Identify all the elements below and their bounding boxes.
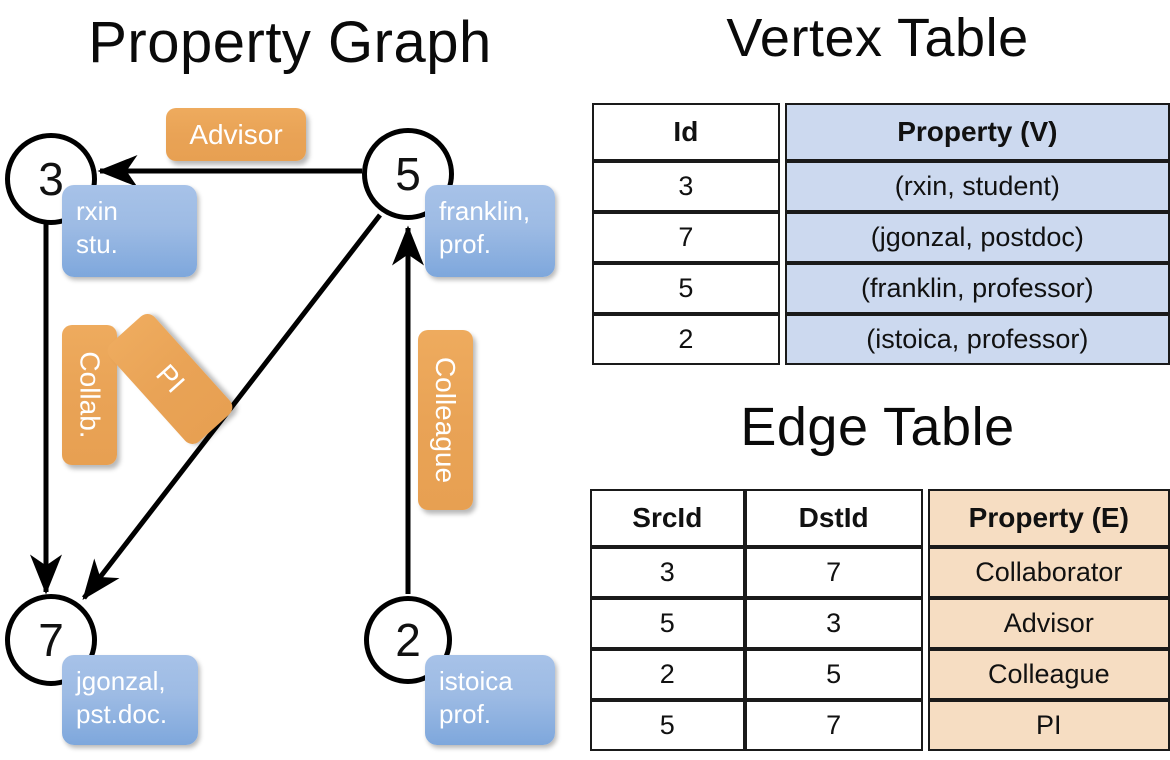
- callout-2-line-2: prof.: [439, 699, 492, 729]
- vertex-property-callout-5[interactable]: franklin, prof.: [425, 185, 555, 277]
- property-graph-diagram: 3 5 7 2 rxin stu. franklin, prof. jgonza…: [5, 108, 555, 745]
- vertex-cell-property: (rxin, student): [784, 161, 1170, 212]
- edge-cell-srcid: 5: [590, 598, 745, 649]
- table-row[interactable]: 3 7 Collaborator: [590, 547, 1170, 598]
- callout-5-line-2: prof.: [439, 229, 492, 259]
- vertex-cell-property: (istoica, professor): [784, 314, 1170, 365]
- section-title-vertex-table: Vertex Table: [726, 8, 1029, 68]
- edge-cell-property: PI: [927, 700, 1170, 751]
- callout-7-line-2: pst.doc.: [76, 699, 168, 729]
- edge-table-header-dstid: DstId: [744, 489, 923, 547]
- table-row[interactable]: 5 3 Advisor: [590, 598, 1170, 649]
- table-row[interactable]: 3 (rxin, student): [592, 161, 1170, 212]
- edge-table-header-row: SrcId DstId Property (E): [590, 489, 1170, 547]
- section-title-edge-table: Edge Table: [740, 397, 1015, 457]
- edge-label-advisor[interactable]: Advisor: [166, 108, 306, 161]
- vertex-node-7-label: 7: [38, 614, 64, 666]
- vertex-property-callout-2[interactable]: istoica prof.: [425, 655, 555, 745]
- table-row[interactable]: 2 5 Colleague: [590, 649, 1170, 700]
- table-row[interactable]: 7 (jgonzal, postdoc): [592, 212, 1170, 263]
- vertex-table-header-row: Id Property (V): [592, 103, 1170, 161]
- edge-label-colleague-text: Colleague: [430, 356, 462, 484]
- edge-cell-property: Advisor: [927, 598, 1170, 649]
- vertex-cell-id: 3: [592, 161, 780, 212]
- callout-3-line-1: rxin: [76, 196, 118, 226]
- table-row[interactable]: 5 7 PI: [590, 700, 1170, 751]
- edge-label-collab-text: Collab.: [74, 351, 106, 439]
- vertex-node-5-label: 5: [395, 148, 421, 200]
- table-row[interactable]: 2 (istoica, professor): [592, 314, 1170, 365]
- callout-5-line-1: franklin,: [439, 196, 531, 226]
- table-row[interactable]: 5 (franklin, professor): [592, 263, 1170, 314]
- vertex-property-callout-7[interactable]: jgonzal, pst.doc.: [62, 655, 198, 745]
- vertex-table: Id Property (V) 3 (rxin, student) 7 (jgo…: [592, 103, 1170, 365]
- callout-7-line-1: jgonzal,: [76, 666, 166, 696]
- vertex-cell-property: (franklin, professor): [784, 263, 1170, 314]
- edge-cell-dstid: 3: [744, 598, 923, 649]
- edge-table-header-property: Property (E): [927, 489, 1170, 547]
- callout-3-line-2: stu.: [76, 229, 118, 259]
- edge-table: SrcId DstId Property (E) 3 7 Collaborato…: [590, 489, 1170, 751]
- vertex-node-5[interactable]: 5: [362, 128, 454, 220]
- edge-table-header-srcid: SrcId: [590, 489, 745, 547]
- vertex-node-2[interactable]: 2: [364, 596, 452, 684]
- callout-2-line-1: istoica: [439, 666, 513, 696]
- vertex-table-header-property: Property (V): [784, 103, 1170, 161]
- vertex-table-header-id: Id: [592, 103, 780, 161]
- vertex-property-callout-3[interactable]: rxin stu.: [62, 185, 197, 277]
- edge-label-colleague[interactable]: Colleague: [418, 330, 473, 510]
- edge-cell-property: Collaborator: [927, 547, 1170, 598]
- edge-cell-property: Colleague: [927, 649, 1170, 700]
- edge-cell-srcid: 2: [590, 649, 745, 700]
- vertex-cell-property: (jgonzal, postdoc): [784, 212, 1170, 263]
- vertex-cell-id: 2: [592, 314, 780, 365]
- vertex-node-2-label: 2: [395, 614, 421, 666]
- edge-label-advisor-text: Advisor: [189, 118, 283, 150]
- edge-label-pi-text: PI: [149, 358, 191, 399]
- edge-cell-dstid: 7: [744, 547, 923, 598]
- vertex-cell-id: 7: [592, 212, 780, 263]
- edge-cell-dstid: 7: [744, 700, 923, 751]
- vertex-node-3-label: 3: [38, 153, 64, 205]
- edge-cell-srcid: 5: [590, 700, 745, 751]
- vertex-cell-id: 5: [592, 263, 780, 314]
- page-title-property-graph: Property Graph: [88, 10, 492, 75]
- edge-cell-srcid: 3: [590, 547, 745, 598]
- edge-cell-dstid: 5: [744, 649, 923, 700]
